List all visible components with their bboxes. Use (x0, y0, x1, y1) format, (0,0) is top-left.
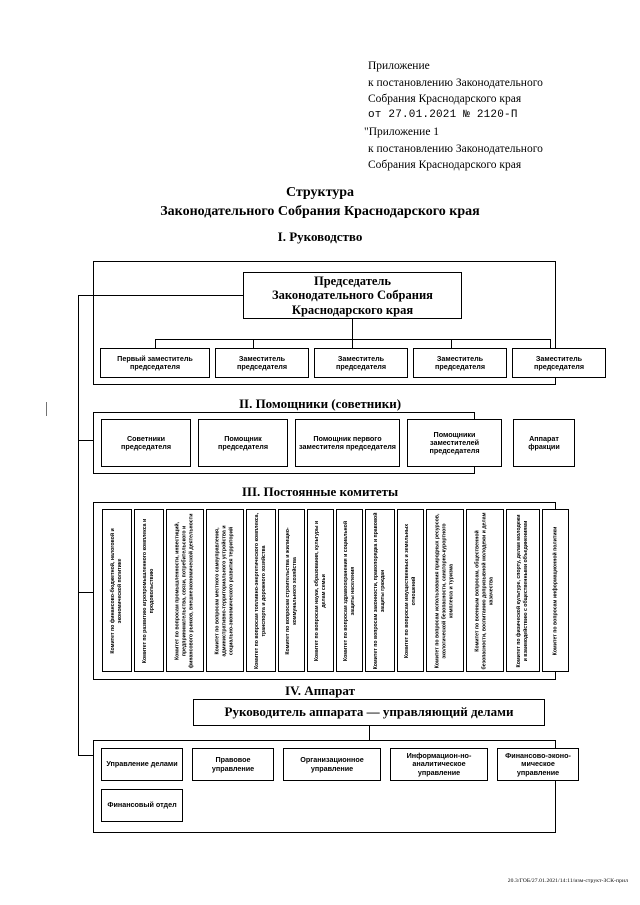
committee-box-8: Комитет по вопросам здравоохранения и со… (336, 509, 363, 672)
assistants-label-2: Помощник председателя (217, 433, 269, 451)
appendix-header-line-1: Приложение (368, 60, 430, 72)
deputy-label-2: Заместитель председателя (236, 353, 288, 371)
apparatus-frame-right (555, 740, 556, 832)
document-title-line-2: Законодательного Собрания Краснодарского… (160, 203, 480, 219)
apparatus-unit-label-5: Финансово-эконо-мическое управление (505, 751, 571, 777)
apparatus-unit-label-1: Управление делами (106, 759, 178, 769)
deputy-label-1: Первый заместитель председателя (117, 353, 193, 371)
committee-box-12: Комитет по военным вопросам, общественно… (466, 509, 504, 672)
chairman-box: Председатель Законодательного Собрания К… (243, 272, 462, 319)
document-title-line-1: Структура (285, 185, 355, 200)
apparatus-unit-label-6: Финансовый отдел (107, 800, 177, 810)
apparatus-frame-bottom (93, 832, 556, 833)
apparatus-unit-label-2: Правовое управление (211, 755, 255, 773)
deputy-stem-1 (155, 339, 156, 348)
deputy-label-5: Заместитель председателя (533, 353, 585, 371)
spine-chairman-link (78, 295, 243, 296)
apparatus-unit-box-4: Информацион-но-аналитическое управление (390, 748, 488, 781)
assistants-label-4: Помощники заместителей председателя (429, 429, 480, 456)
committee-box-11: Комитет по вопросам использования природ… (426, 509, 464, 672)
assistants-label-1: Советники председателя (120, 433, 172, 451)
committee-label-1: Комитет по финансово-бюджетной, налогово… (109, 527, 123, 654)
deputy-box-1: Первый заместитель председателя (100, 348, 210, 378)
committee-label-10: Комитет по вопросам имущественных и земе… (403, 523, 417, 658)
deputy-stem-5 (550, 339, 551, 348)
apparatus-unit-box-6: Финансовый отдел (101, 789, 183, 822)
apparatus-unit-box-1: Управление делами (101, 748, 183, 781)
document-title: Структура Законодательного Собрания Крас… (0, 184, 640, 222)
committee-box-4: Комитет по вопросам местного самоуправле… (206, 509, 244, 672)
assistants-label-3: Помощник первого заместителя председател… (299, 433, 396, 451)
chairman-line-3: Краснодарского края (291, 302, 414, 317)
quoted-appendix-line-2: к постановлению Законодательного (368, 142, 543, 155)
committee-label-7: Комитет по вопросам науки, образования, … (313, 520, 327, 661)
deputy-label-4: Заместитель председателя (434, 353, 486, 371)
committee-box-14: Комитет по вопросам информационной полит… (542, 509, 569, 672)
spine-link-section-iv (78, 755, 93, 756)
apparatus-unit-label-4: Информацион-но-аналитическое управление (406, 751, 472, 777)
committee-box-7: Комитет по вопросам науки, образования, … (307, 509, 334, 672)
committee-box-5: Комитет по вопросам топливно-энергетичес… (246, 509, 276, 672)
committee-label-14: Комитет по вопросам информационной полит… (551, 526, 558, 655)
section-iv-heading: IV. Аппарат (285, 683, 355, 698)
committee-label-8: Комитет по вопросам здравоохранения и со… (342, 520, 356, 661)
appendix-header-line-2: к постановлению Законодательного (368, 76, 543, 89)
committee-box-10: Комитет по вопросам имущественных и земе… (397, 509, 424, 672)
section-ii-heading: II. Помощники (советники) (238, 396, 402, 411)
deputy-box-2: Заместитель председателя (215, 348, 309, 378)
assistants-box-3: Помощник первого заместителя председател… (295, 419, 400, 467)
apparatus-unit-label-3: Организационное управление (300, 755, 364, 773)
assistants-box-1: Советники председателя (101, 419, 191, 467)
chairman-line-1: Председатель (313, 273, 392, 288)
deputy-stem-4 (451, 339, 452, 348)
assistants-box-4: Помощники заместителей председателя (407, 419, 502, 467)
committee-box-2: Комитет по развитию агропромышленного ко… (134, 509, 164, 672)
apparatus-head-box: Руководитель аппарата — управляющий дела… (193, 699, 545, 726)
deputy-box-5: Заместитель председателя (512, 348, 606, 378)
apparatus-unit-box-5: Финансово-эконо-мическое управление (497, 748, 579, 781)
apparatus-unit-box-3: Организационное управление (283, 748, 381, 781)
footer-document-code: 20.3/ГОБ/27.01.2021/14:11/изм-структ-ЗСК… (507, 878, 628, 884)
apparatus-frame-left (93, 740, 94, 832)
deputy-stem-3 (352, 339, 353, 348)
register-tick-left (46, 402, 47, 416)
committee-label-13: Комитет по физической культуре, спорту, … (515, 514, 529, 667)
assistants-box-2: Помощник председателя (198, 419, 288, 467)
spine-link-section-ii (78, 440, 93, 441)
committee-box-3: Комитет по вопросам промышленности, инве… (166, 509, 204, 672)
committee-box-1: Комитет по финансово-бюджетной, налогово… (102, 509, 132, 672)
faction-office-box: Аппарат фракции (513, 419, 575, 467)
committee-label-2: Комитет по развитию агропромышленного ко… (141, 518, 155, 663)
committee-label-12: Комитет по военным вопросам, общественно… (474, 512, 495, 669)
chairman-stem (352, 319, 353, 339)
decree-reference: от 27.01.2021 № 2120-П (368, 109, 518, 122)
committee-box-6: Комитет по вопросам строительства и жили… (278, 509, 305, 672)
section-iii-heading: III. Постоянные комитеты (241, 484, 399, 499)
deputy-stem-2 (253, 339, 254, 348)
chairman-line-2: Законодательного Собрания (272, 288, 433, 303)
apparatus-head-stem (369, 726, 370, 740)
deputy-box-3: Заместитель председателя (314, 348, 408, 378)
apparatus-unit-box-2: Правовое управление (192, 748, 274, 781)
committee-label-3: Комитет по вопросам промышленности, инве… (174, 513, 195, 668)
quoted-appendix-line-3: Собрания Краснодарского края (368, 159, 522, 172)
committee-label-6: Комитет по вопросам строительства и жили… (284, 526, 298, 655)
committee-label-9: Комитет по вопросам законности, правопор… (372, 512, 386, 669)
quoted-appendix-line-1: "Приложение 1 (364, 125, 440, 138)
deputy-label-3: Заместитель председателя (335, 353, 387, 371)
section-i-heading: I. Руководство (277, 229, 363, 244)
faction-office-label: Аппарат фракции (528, 433, 560, 451)
committee-label-11: Комитет по вопросам использования природ… (434, 513, 455, 668)
committee-box-9: Комитет по вопросам законности, правопор… (365, 509, 395, 672)
spine-link-section-iii (78, 592, 93, 593)
apparatus-units-bus (93, 740, 556, 741)
committee-label-4: Комитет по вопросам местного самоуправле… (214, 524, 235, 657)
committee-box-13: Комитет по физической культуре, спорту, … (506, 509, 540, 672)
left-spine (78, 295, 79, 755)
appendix-header: Приложение к постановлению Законодательн… (364, 58, 636, 174)
apparatus-head-label: Руководитель аппарата — управляющий дела… (224, 704, 514, 720)
deputy-box-4: Заместитель председателя (413, 348, 507, 378)
appendix-header-line-3: Собрания Краснодарского края (368, 93, 522, 106)
committee-label-5: Комитет по вопросам топливно-энергетичес… (253, 512, 267, 669)
